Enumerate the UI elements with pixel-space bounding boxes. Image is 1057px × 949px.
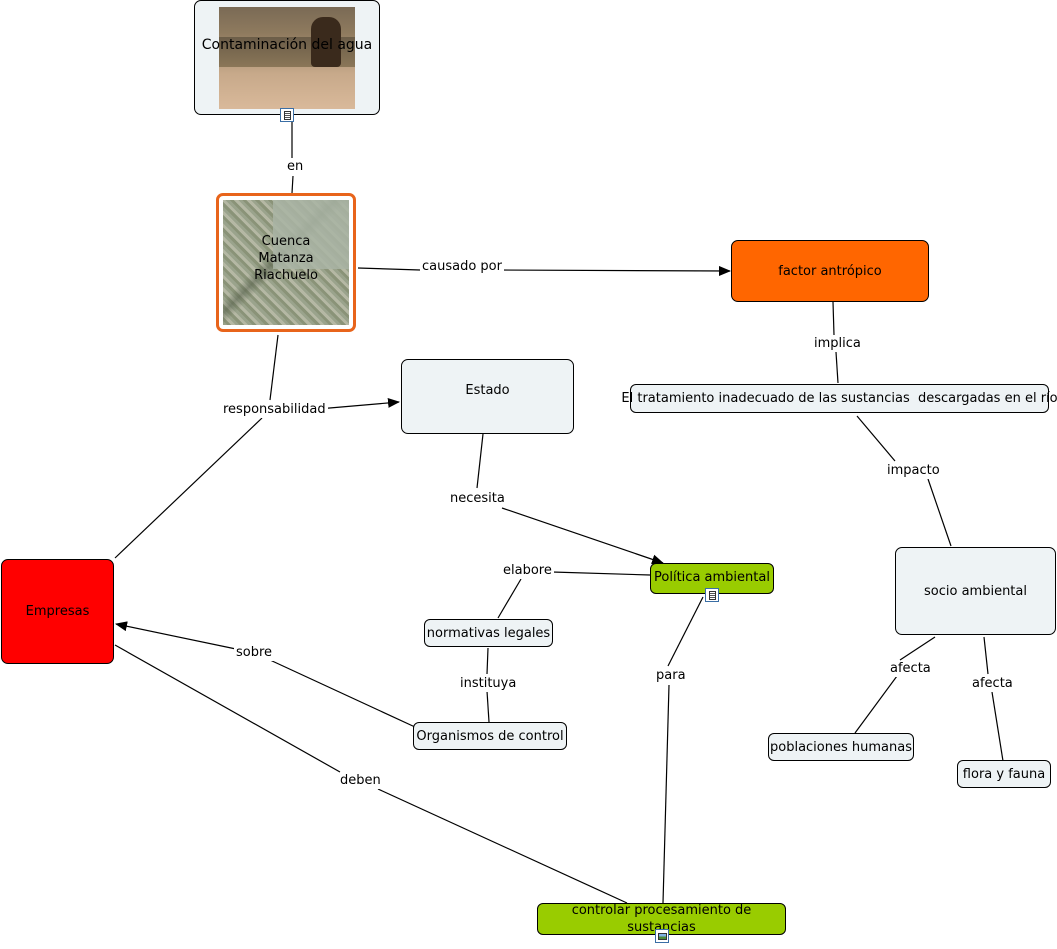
line-implica-b (835, 351, 839, 384)
node-normativas-legales[interactable]: normativas legales (424, 619, 553, 647)
node-estado[interactable]: Estado (401, 359, 574, 434)
line-afecta1-a (899, 636, 936, 661)
node-label-flora: flora y fauna (962, 766, 1046, 782)
line-resp-a (269, 334, 279, 401)
line-impacto-a (856, 415, 896, 462)
line-instituya-a (486, 647, 489, 675)
line-sobre-a (269, 659, 416, 728)
node-empresas[interactable]: Empresas (1, 559, 114, 664)
photo-person (311, 17, 341, 67)
node-organismos-control[interactable]: Organismos de control (413, 722, 567, 750)
link-label-en: en (285, 159, 306, 175)
node-label-poblaciones: poblaciones humanas (770, 739, 912, 755)
document-glyph (283, 110, 291, 120)
node-label-politica: Política ambiental (654, 570, 770, 585)
link-label-afecta-2: afecta (970, 676, 1015, 692)
node-tratamiento[interactable]: El tratamiento inadecuado de las sustanc… (621, 384, 1057, 413)
line-elabore-b (497, 578, 522, 619)
node-label-organismos: Organismos de control (416, 728, 564, 744)
node-factor-antropico[interactable]: factor antrópico (731, 240, 929, 302)
document-icon[interactable] (705, 588, 719, 602)
link-label-afecta-1: afecta (888, 661, 933, 677)
node-cuenca-matanza[interactable]: Cuenca Matanza Riachuelo (216, 193, 356, 332)
link-label-sobre: sobre (234, 645, 275, 661)
node-label-socio: socio ambiental (924, 583, 1027, 599)
node-contaminacion-agua[interactable]: Contaminación del agua (194, 0, 380, 115)
node-flora-fauna[interactable]: flora y fauna (957, 760, 1051, 788)
node-label-controlar: controlar procesamiento de sustancias (571, 903, 752, 935)
line-implica-a (832, 301, 835, 336)
line-necesita-a (476, 433, 484, 489)
image-glyph (657, 932, 667, 940)
link-label-responsabilidad: responsabilidad (221, 402, 328, 418)
water-pollution-photo (219, 7, 355, 109)
link-label-para: para (654, 668, 688, 684)
line-para-a (667, 596, 704, 667)
node-label-tratamiento: El tratamiento inadecuado de las sustanc… (621, 391, 1057, 406)
line-causado-b (496, 265, 731, 276)
line-resp-b (317, 397, 400, 410)
node-label-empresas: Empresas (25, 604, 90, 619)
line-para-b (662, 684, 670, 904)
link-label-instituya: instituya (458, 676, 519, 692)
line-deben-b (377, 788, 628, 904)
line-necesita-b (501, 507, 664, 565)
line-en-b (291, 175, 294, 194)
satellite-map-image (223, 200, 349, 325)
line-resp-c (114, 417, 263, 559)
line-afecta1-b (854, 675, 898, 734)
line-afecta2-b (991, 691, 1004, 762)
line-sobre-b (115, 621, 237, 650)
node-label-cuenca: Cuenca Matanza Riachuelo (254, 234, 318, 283)
line-impacto-b (927, 478, 952, 547)
node-label-factor: factor antrópico (778, 263, 882, 279)
line-deben-a (114, 644, 341, 773)
link-label-impacto: impacto (885, 463, 942, 479)
node-label-normativas: normativas legales (426, 625, 551, 641)
line-afecta2-a (983, 636, 989, 675)
document-icon[interactable] (280, 108, 294, 122)
link-label-necesita: necesita (448, 491, 507, 507)
line-elabore-a (551, 571, 651, 576)
image-icon[interactable] (655, 929, 669, 943)
node-label-estado: Estado (465, 383, 510, 398)
node-label-contaminacion: Contaminación del agua (201, 37, 373, 53)
link-label-causado-por: causado por (420, 259, 504, 275)
link-label-deben: deben (338, 773, 383, 789)
map-water (273, 200, 349, 269)
line-instituya-b (486, 690, 490, 723)
document-glyph (708, 590, 716, 600)
node-socio-ambiental[interactable]: socio ambiental (895, 547, 1056, 635)
link-label-implica: implica (812, 336, 863, 352)
line-causado-a (357, 267, 421, 271)
link-label-elabore: elabore (501, 563, 554, 579)
node-poblaciones-humanas[interactable]: poblaciones humanas (768, 733, 914, 761)
